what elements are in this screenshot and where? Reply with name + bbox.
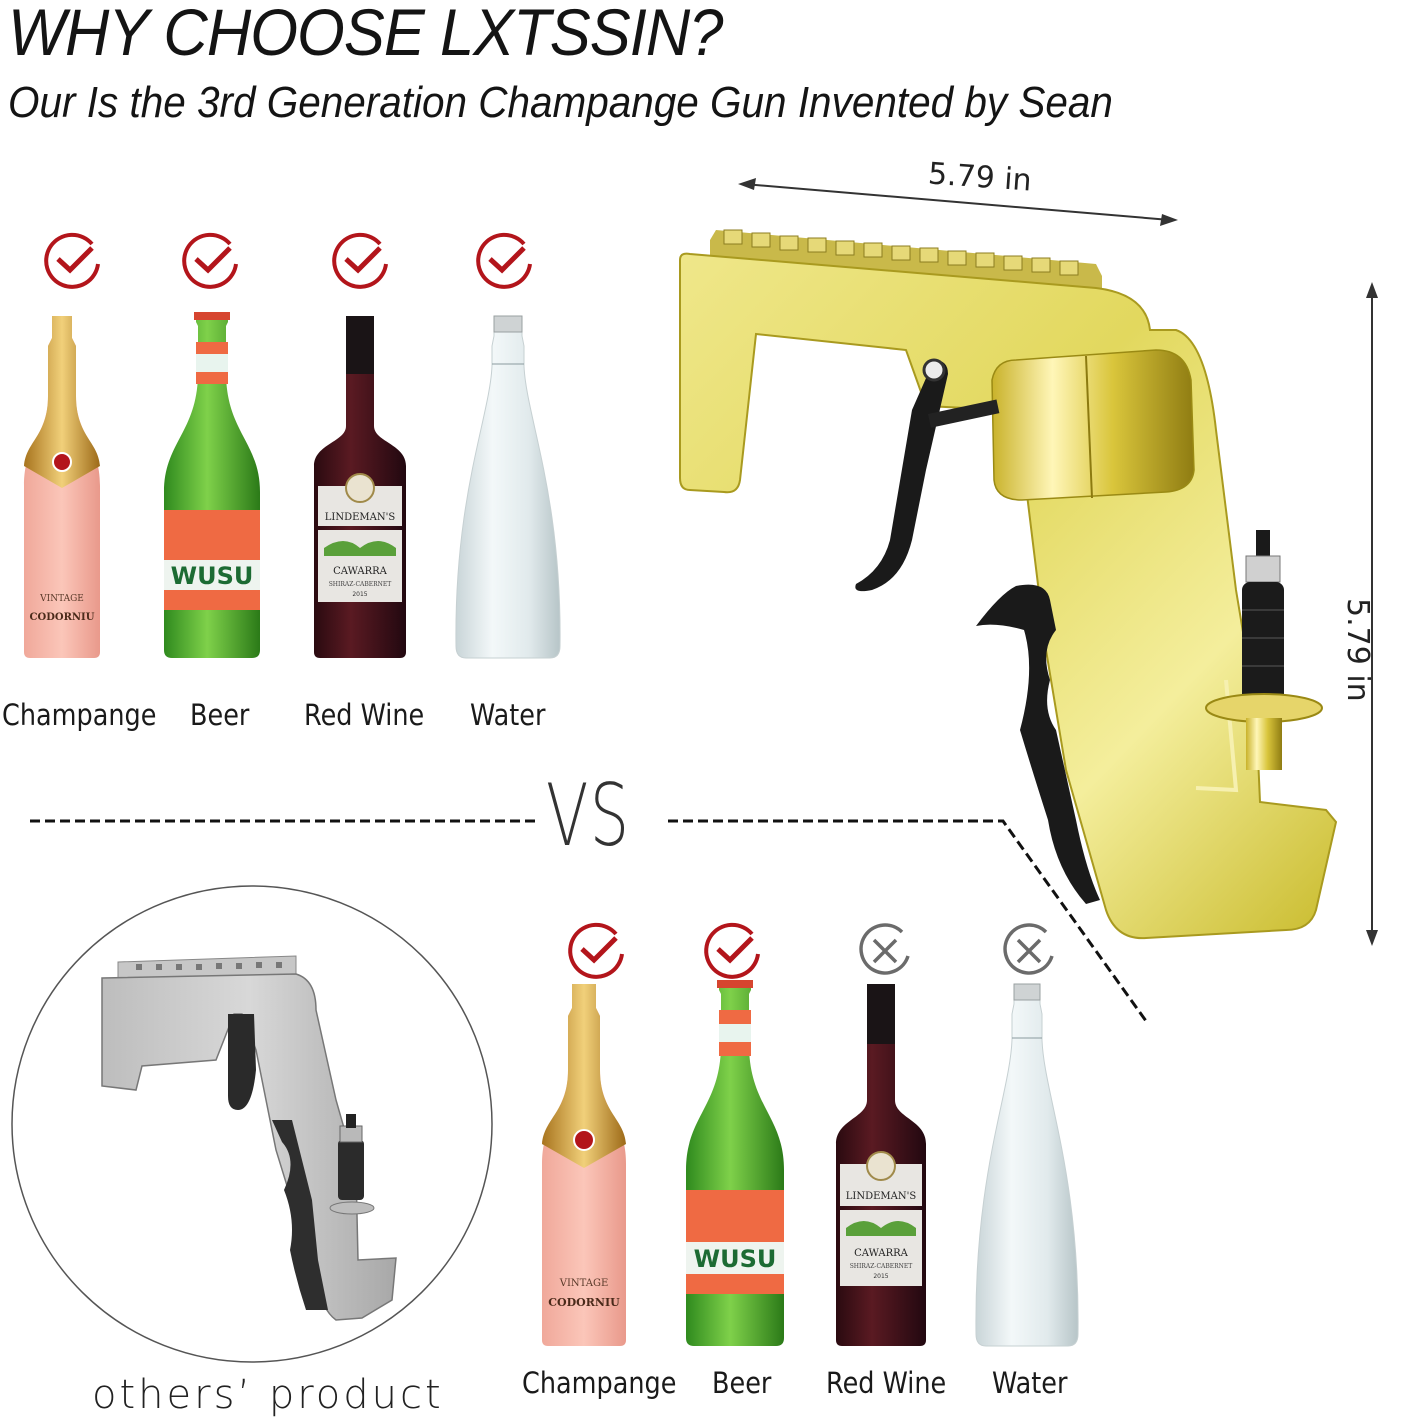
water-bottle	[975, 983, 1079, 1347]
svg-text:VINTAGE: VINTAGE	[39, 594, 84, 604]
others-product-circle	[11, 885, 493, 1363]
drink-label: Beer	[712, 1366, 772, 1400]
cross-icon	[1003, 923, 1054, 975]
width-dimension-arrow	[738, 178, 1178, 226]
check-icon	[44, 232, 100, 289]
check-icon	[704, 922, 760, 979]
water-bottle	[455, 315, 561, 659]
wine-bottle: LINDEMAN'S CAWARRA SHIRAZ-CABERNET 2015	[314, 316, 406, 658]
svg-text:VINTAGE: VINTAGE	[559, 1278, 609, 1289]
others-product-caption: others’ product	[92, 1372, 444, 1418]
drink-label: Water	[992, 1366, 1068, 1400]
check-icon	[476, 232, 532, 289]
divider-right	[668, 819, 1148, 1022]
check-icon	[182, 232, 238, 289]
width-label: 5.79 in	[926, 156, 1033, 199]
svg-text:2015: 2015	[352, 591, 367, 598]
height-dimension-arrow	[1366, 282, 1378, 946]
cross-icon	[859, 923, 910, 975]
svg-text:WUSU: WUSU	[694, 1245, 777, 1273]
champagne-bottle: VINTAGE CODORNIU	[24, 316, 100, 658]
svg-text:CODORNIU: CODORNIU	[30, 612, 95, 623]
drink-label: Red Wine	[304, 698, 425, 732]
svg-text:LINDEMAN'S: LINDEMAN'S	[846, 1191, 917, 1202]
page-title: WHY CHOOSE LXTSSIN?	[8, 0, 723, 69]
page-subtitle: Our Is the 3rd Generation Champange Gun …	[8, 78, 1113, 127]
drink-label: Beer	[190, 698, 250, 732]
drink-label: Water	[470, 698, 546, 732]
drink-label: Champange	[522, 1366, 677, 1400]
divider-left	[30, 819, 535, 823]
beer-bottle: WUSU	[686, 980, 784, 1346]
svg-text:CODORNIU: CODORNIU	[548, 1296, 620, 1309]
svg-text:SHIRAZ-CABERNET: SHIRAZ-CABERNET	[850, 1263, 913, 1270]
svg-text:SHIRAZ-CABERNET: SHIRAZ-CABERNET	[329, 581, 392, 588]
check-icon	[568, 922, 624, 979]
drink-label: Red Wine	[826, 1366, 947, 1400]
beer-bottle: WUSU	[164, 312, 260, 658]
champagne-bottle: VINTAGE CODORNIU	[542, 984, 626, 1346]
vs-label: VS	[546, 766, 631, 866]
svg-text:2015: 2015	[873, 1273, 888, 1280]
check-icon	[332, 232, 388, 289]
drink-label: Champange	[2, 698, 157, 732]
wine-bottle: LINDEMAN'S CAWARRA SHIRAZ-CABERNET 2015	[836, 984, 926, 1346]
gold-champagne-gun	[679, 229, 1338, 940]
svg-text:CAWARRA: CAWARRA	[854, 1248, 909, 1259]
svg-text:CAWARRA: CAWARRA	[333, 566, 388, 577]
svg-text:WUSU: WUSU	[171, 562, 254, 590]
svg-text:LINDEMAN'S: LINDEMAN'S	[325, 512, 396, 523]
